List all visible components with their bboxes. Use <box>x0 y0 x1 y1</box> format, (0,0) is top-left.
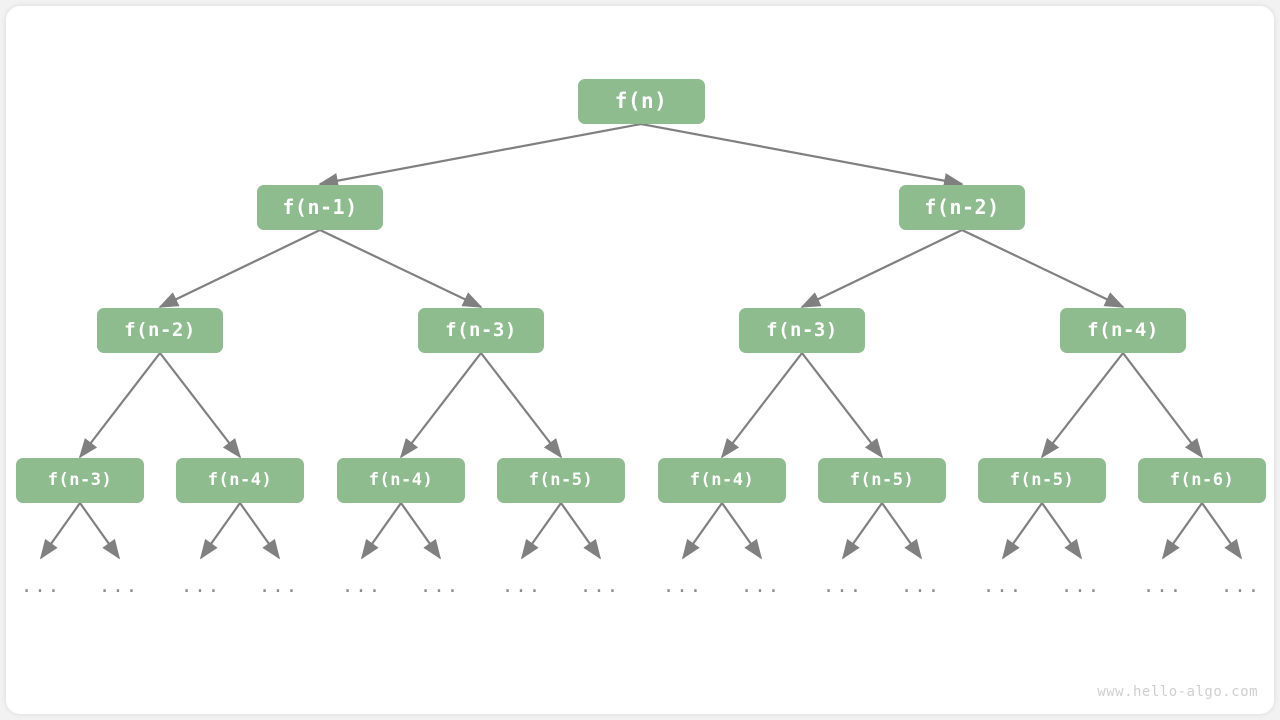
watermark: www.hello-algo.com <box>1097 684 1258 700</box>
ellipsis-marker: ... <box>1060 575 1102 597</box>
ellipsis-marker: ... <box>258 575 300 597</box>
tree-node-2-3[interactable]: f(n-4) <box>1060 307 1186 353</box>
tree-node-3-3[interactable]: f(n-5) <box>497 457 625 503</box>
ellipsis-marker: ... <box>98 575 140 597</box>
ellipsis-marker: ... <box>20 575 62 597</box>
ellipsis-marker: ... <box>740 575 782 597</box>
tree-node-2-0[interactable]: f(n-2) <box>97 307 223 353</box>
ellipsis-marker: ... <box>1142 575 1184 597</box>
tree-node-2-1[interactable]: f(n-3) <box>418 307 544 353</box>
tree-node-1-0[interactable]: f(n-1) <box>257 184 383 230</box>
ellipsis-marker: ... <box>579 575 621 597</box>
ellipsis-marker: ... <box>180 575 222 597</box>
tree-node-3-1[interactable]: f(n-4) <box>176 457 304 503</box>
tree-node-3-6[interactable]: f(n-5) <box>978 457 1106 503</box>
tree-node-3-2[interactable]: f(n-4) <box>337 457 465 503</box>
ellipsis-marker: ... <box>501 575 543 597</box>
tree-node-3-4[interactable]: f(n-4) <box>658 457 786 503</box>
tree-node-2-2[interactable]: f(n-3) <box>739 307 865 353</box>
ellipsis-marker: ... <box>662 575 704 597</box>
ellipsis-marker: ... <box>822 575 864 597</box>
ellipsis-marker: ... <box>1220 575 1262 597</box>
ellipsis-marker: ... <box>982 575 1024 597</box>
tree-node-3-5[interactable]: f(n-5) <box>818 457 946 503</box>
tree-node-0-0[interactable]: f(n) <box>577 78 705 124</box>
tree-node-3-7[interactable]: f(n-6) <box>1138 457 1266 503</box>
ellipsis-marker: ... <box>341 575 383 597</box>
tree-node-3-0[interactable]: f(n-3) <box>16 457 144 503</box>
ellipsis-marker: ... <box>419 575 461 597</box>
tree-node-1-1[interactable]: f(n-2) <box>899 184 1025 230</box>
ellipsis-marker: ... <box>900 575 942 597</box>
